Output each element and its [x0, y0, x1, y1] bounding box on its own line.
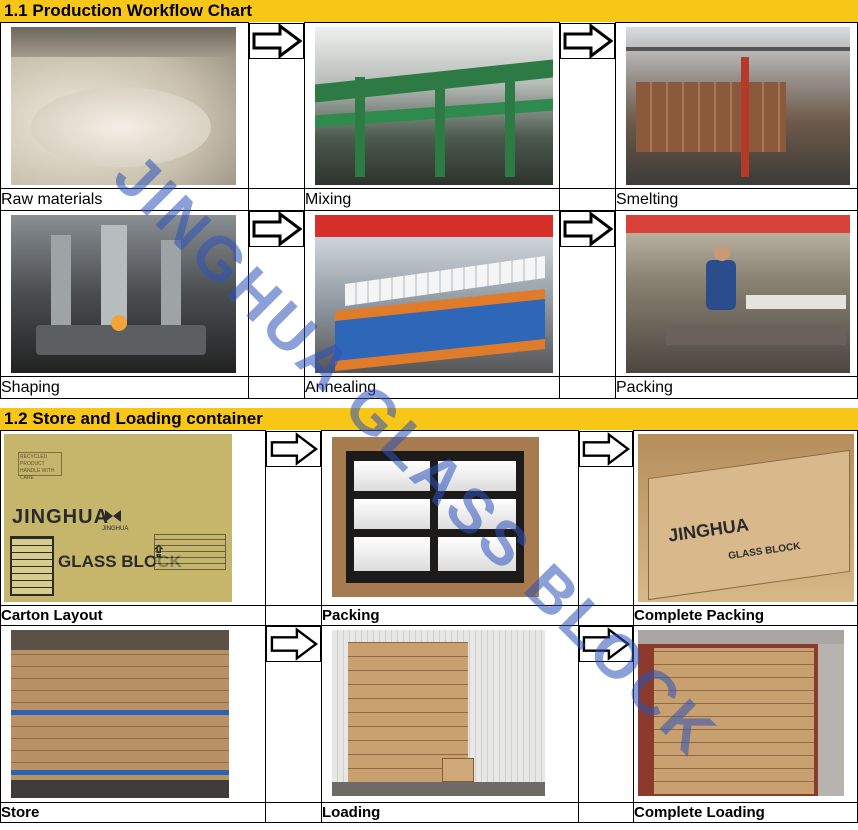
- complete-loading-photo-cell: [633, 625, 858, 803]
- right-arrow-icon: [270, 627, 318, 661]
- step-label: Complete Loading: [633, 802, 858, 823]
- complete-loading-photo: [638, 630, 844, 796]
- right-arrow-icon: [563, 212, 613, 246]
- step-label: Raw materials: [0, 188, 249, 211]
- arrow-cell: [579, 430, 633, 467]
- carton-mark: JINGHUA: [102, 526, 129, 532]
- arrow-cell: [266, 626, 321, 662]
- shaping-photo: [11, 215, 236, 373]
- carton-brand: JINGHUA: [12, 506, 110, 528]
- step-label: Complete Packing: [633, 605, 858, 626]
- store-photo-cell: [0, 625, 266, 803]
- section-header-production: 1.1 Production Workflow Chart: [0, 0, 858, 22]
- step-label: Smelting: [615, 188, 858, 211]
- packing-photo: [626, 215, 850, 373]
- mixing-photo: [315, 27, 553, 185]
- arrow-cell: [249, 211, 304, 247]
- mixing-photo-cell: [304, 22, 560, 189]
- smelting-photo: [626, 27, 850, 185]
- packing-photo-cell: [615, 210, 858, 377]
- arrow-cell: [249, 22, 304, 59]
- right-arrow-icon: [252, 212, 302, 246]
- recycle-tag: RECYCLED PRODUCT HANDLE WITH CARE: [18, 452, 62, 481]
- store-photo: [11, 630, 229, 798]
- right-arrow-icon: [252, 23, 302, 58]
- step-label: Shaping: [0, 376, 249, 399]
- right-arrow-icon: [582, 627, 630, 661]
- production-workflow-table: Raw materials Mixing Smelting: [0, 22, 858, 399]
- right-arrow-icon: [563, 23, 613, 58]
- step-label: Packing: [321, 605, 579, 626]
- raw-materials-photo: [11, 27, 236, 185]
- carton-layout-photo-cell: RECYCLED PRODUCT HANDLE WITH CARE JINGHU…: [0, 430, 266, 606]
- annealing-photo: [315, 215, 553, 373]
- raw-materials-photo-cell: [0, 22, 249, 189]
- complete-packing-photo-cell: JINGHUA GLASS BLOCK: [633, 430, 858, 606]
- arrow-cell: [560, 211, 615, 247]
- step-label: Annealing: [304, 376, 560, 399]
- step-label: Carton Layout: [0, 605, 266, 626]
- packing-box-photo-cell: [321, 430, 579, 606]
- carton-product: GLASS BLOCK: [58, 552, 182, 571]
- glass-block-picture: [10, 536, 54, 596]
- shaping-photo-cell: [0, 210, 249, 377]
- store-loading-table: RECYCLED PRODUCT HANDLE WITH CARE JINGHU…: [0, 430, 858, 823]
- carton-layout-photo: RECYCLED PRODUCT HANDLE WITH CARE JINGHU…: [4, 434, 232, 602]
- smelting-photo-cell: [615, 22, 858, 189]
- loading-photo: [332, 630, 545, 796]
- complete-packing-photo: JINGHUA GLASS BLOCK: [638, 434, 854, 602]
- step-label: Packing: [615, 376, 858, 399]
- jinghua-logo: [104, 508, 122, 524]
- loading-photo-cell: [321, 625, 579, 803]
- packing-box-photo: [332, 437, 539, 597]
- right-arrow-icon: [270, 431, 318, 466]
- annealing-photo-cell: [304, 210, 560, 377]
- step-label: Loading: [321, 802, 579, 823]
- right-arrow-icon: [582, 431, 630, 466]
- step-label: Store: [0, 802, 266, 823]
- arrow-cell: [560, 22, 615, 59]
- arrow-cell: [579, 626, 633, 662]
- arrow-cell: [266, 430, 321, 467]
- section-header-store: 1.2 Store and Loading container: [0, 408, 858, 430]
- step-label: Mixing: [304, 188, 560, 211]
